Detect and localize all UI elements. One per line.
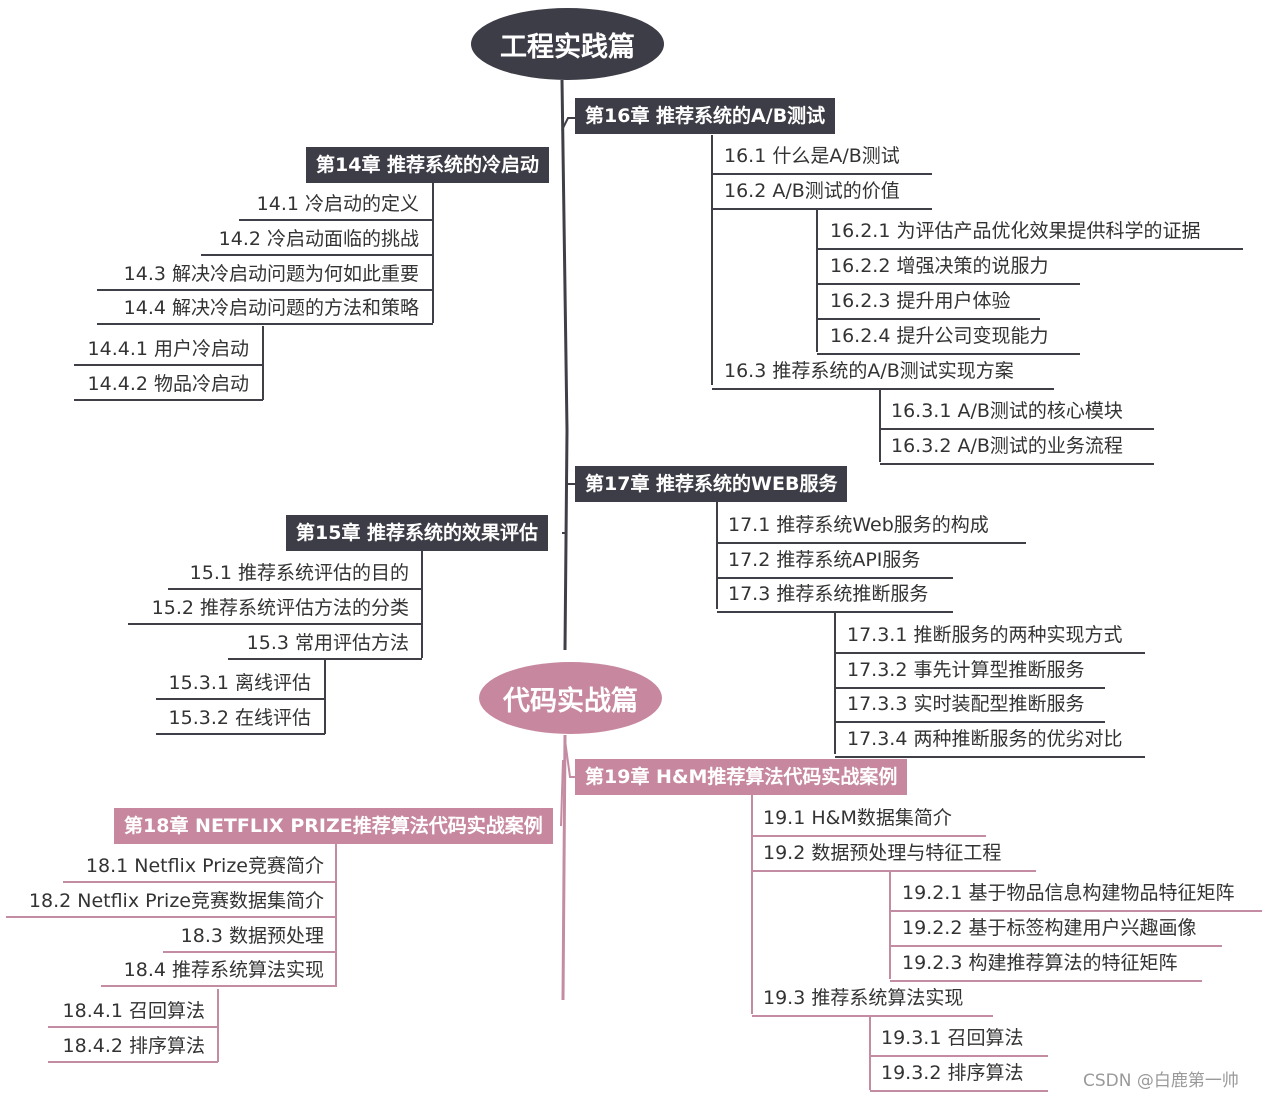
section-19-3-1[interactable]: 19.3.1 召回算法	[870, 1021, 1048, 1057]
section-16-3-2[interactable]: 16.3.2 A/B测试的业务流程	[880, 429, 1154, 465]
section-16-2-2[interactable]: 16.2.2 增强决策的说服力	[817, 249, 1080, 285]
part1-node[interactable]: 工程实践篇	[471, 8, 664, 80]
section-15-1[interactable]: 15.1 推荐系统评估的目的	[168, 556, 422, 590]
section-19-2[interactable]: 19.2 数据预处理与特征工程	[752, 836, 1036, 872]
section-17-3-3[interactable]: 17.3.3 实时装配型推断服务	[835, 687, 1105, 723]
section-19-2-1[interactable]: 19.2.1 基于物品信息构建物品特征矩阵	[890, 876, 1262, 912]
section-14-4[interactable]: 14.4 解决冷启动问题的方法和策略	[97, 291, 433, 325]
section-19-3[interactable]: 19.3 推荐系统算法实现	[752, 981, 993, 1017]
section-18-4-1[interactable]: 18.4.1 召回算法	[48, 994, 218, 1028]
section-14-4-1[interactable]: 14.4.1 用户冷启动	[74, 332, 263, 366]
part2-node[interactable]: 代码实战篇	[479, 662, 662, 734]
chapter16-node[interactable]: 第16章 推荐系统的A/B测试	[575, 98, 836, 134]
section-19-1[interactable]: 19.1 H&M数据集简介	[752, 801, 986, 837]
section-16-3[interactable]: 16.3 推荐系统的A/B测试实现方案	[712, 354, 1054, 390]
section-16-2-4[interactable]: 16.2.4 提升公司变现能力	[817, 319, 1080, 355]
section-15-2[interactable]: 15.2 推荐系统评估方法的分类	[128, 591, 422, 625]
section-18-2[interactable]: 18.2 Netflix Prize竞赛数据集简介	[6, 884, 336, 918]
section-19-3-2[interactable]: 19.3.2 排序算法	[870, 1056, 1048, 1092]
section-14-2[interactable]: 14.2 冷启动面临的挑战	[201, 222, 433, 256]
section-16-3-1[interactable]: 16.3.1 A/B测试的核心模块	[880, 394, 1154, 430]
chapter17-node[interactable]: 第17章 推荐系统的WEB服务	[575, 466, 848, 502]
section-16-1[interactable]: 16.1 什么是A/B测试	[712, 139, 932, 175]
chapter18-node[interactable]: 第18章 NETFLIX PRIZE推荐算法代码实战案例	[114, 808, 553, 844]
section-16-2[interactable]: 16.2 A/B测试的价值	[712, 174, 932, 210]
section-15-3[interactable]: 15.3 常用评估方法	[228, 626, 422, 660]
csdn-watermark: CSDN @白鹿第一帅	[1083, 1071, 1239, 1091]
section-14-4-2[interactable]: 14.4.2 物品冷启动	[74, 367, 263, 401]
section-17-1[interactable]: 17.1 推荐系统Web服务的构成	[717, 508, 1026, 544]
section-17-3[interactable]: 17.3 推荐系统推断服务	[717, 577, 953, 613]
section-18-3[interactable]: 18.3 数据预处理	[163, 919, 336, 953]
section-17-3-2[interactable]: 17.3.2 事先计算型推断服务	[835, 653, 1105, 689]
section-15-3-2[interactable]: 15.3.2 在线评估	[156, 701, 325, 735]
chapter19-node[interactable]: 第19章 H&M推荐算法代码实战案例	[575, 759, 908, 795]
section-19-2-3[interactable]: 19.2.3 构建推荐算法的特征矩阵	[890, 946, 1202, 982]
section-17-3-4[interactable]: 17.3.4 两种推断服务的优劣对比	[835, 722, 1145, 758]
chapter15-node[interactable]: 第15章 推荐系统的效果评估	[286, 515, 549, 551]
section-14-3[interactable]: 14.3 解决冷启动问题为何如此重要	[97, 257, 433, 291]
chapter14-node[interactable]: 第14章 推荐系统的冷启动	[306, 147, 550, 183]
section-18-1[interactable]: 18.1 Netflix Prize竞赛简介	[63, 849, 336, 883]
section-18-4-2[interactable]: 18.4.2 排序算法	[48, 1029, 218, 1063]
section-16-2-1[interactable]: 16.2.1 为评估产品优化效果提供科学的证据	[817, 214, 1243, 250]
section-15-3-1[interactable]: 15.3.1 离线评估	[156, 666, 325, 700]
section-17-2[interactable]: 17.2 推荐系统API服务	[717, 543, 953, 579]
section-18-4[interactable]: 18.4 推荐系统算法实现	[101, 953, 336, 987]
section-16-2-3[interactable]: 16.2.3 提升用户体验	[817, 284, 1040, 320]
section-14-1[interactable]: 14.1 冷启动的定义	[239, 187, 433, 221]
section-17-3-1[interactable]: 17.3.1 推断服务的两种实现方式	[835, 618, 1145, 654]
section-19-2-2[interactable]: 19.2.2 基于标签构建用户兴趣画像	[890, 911, 1222, 947]
